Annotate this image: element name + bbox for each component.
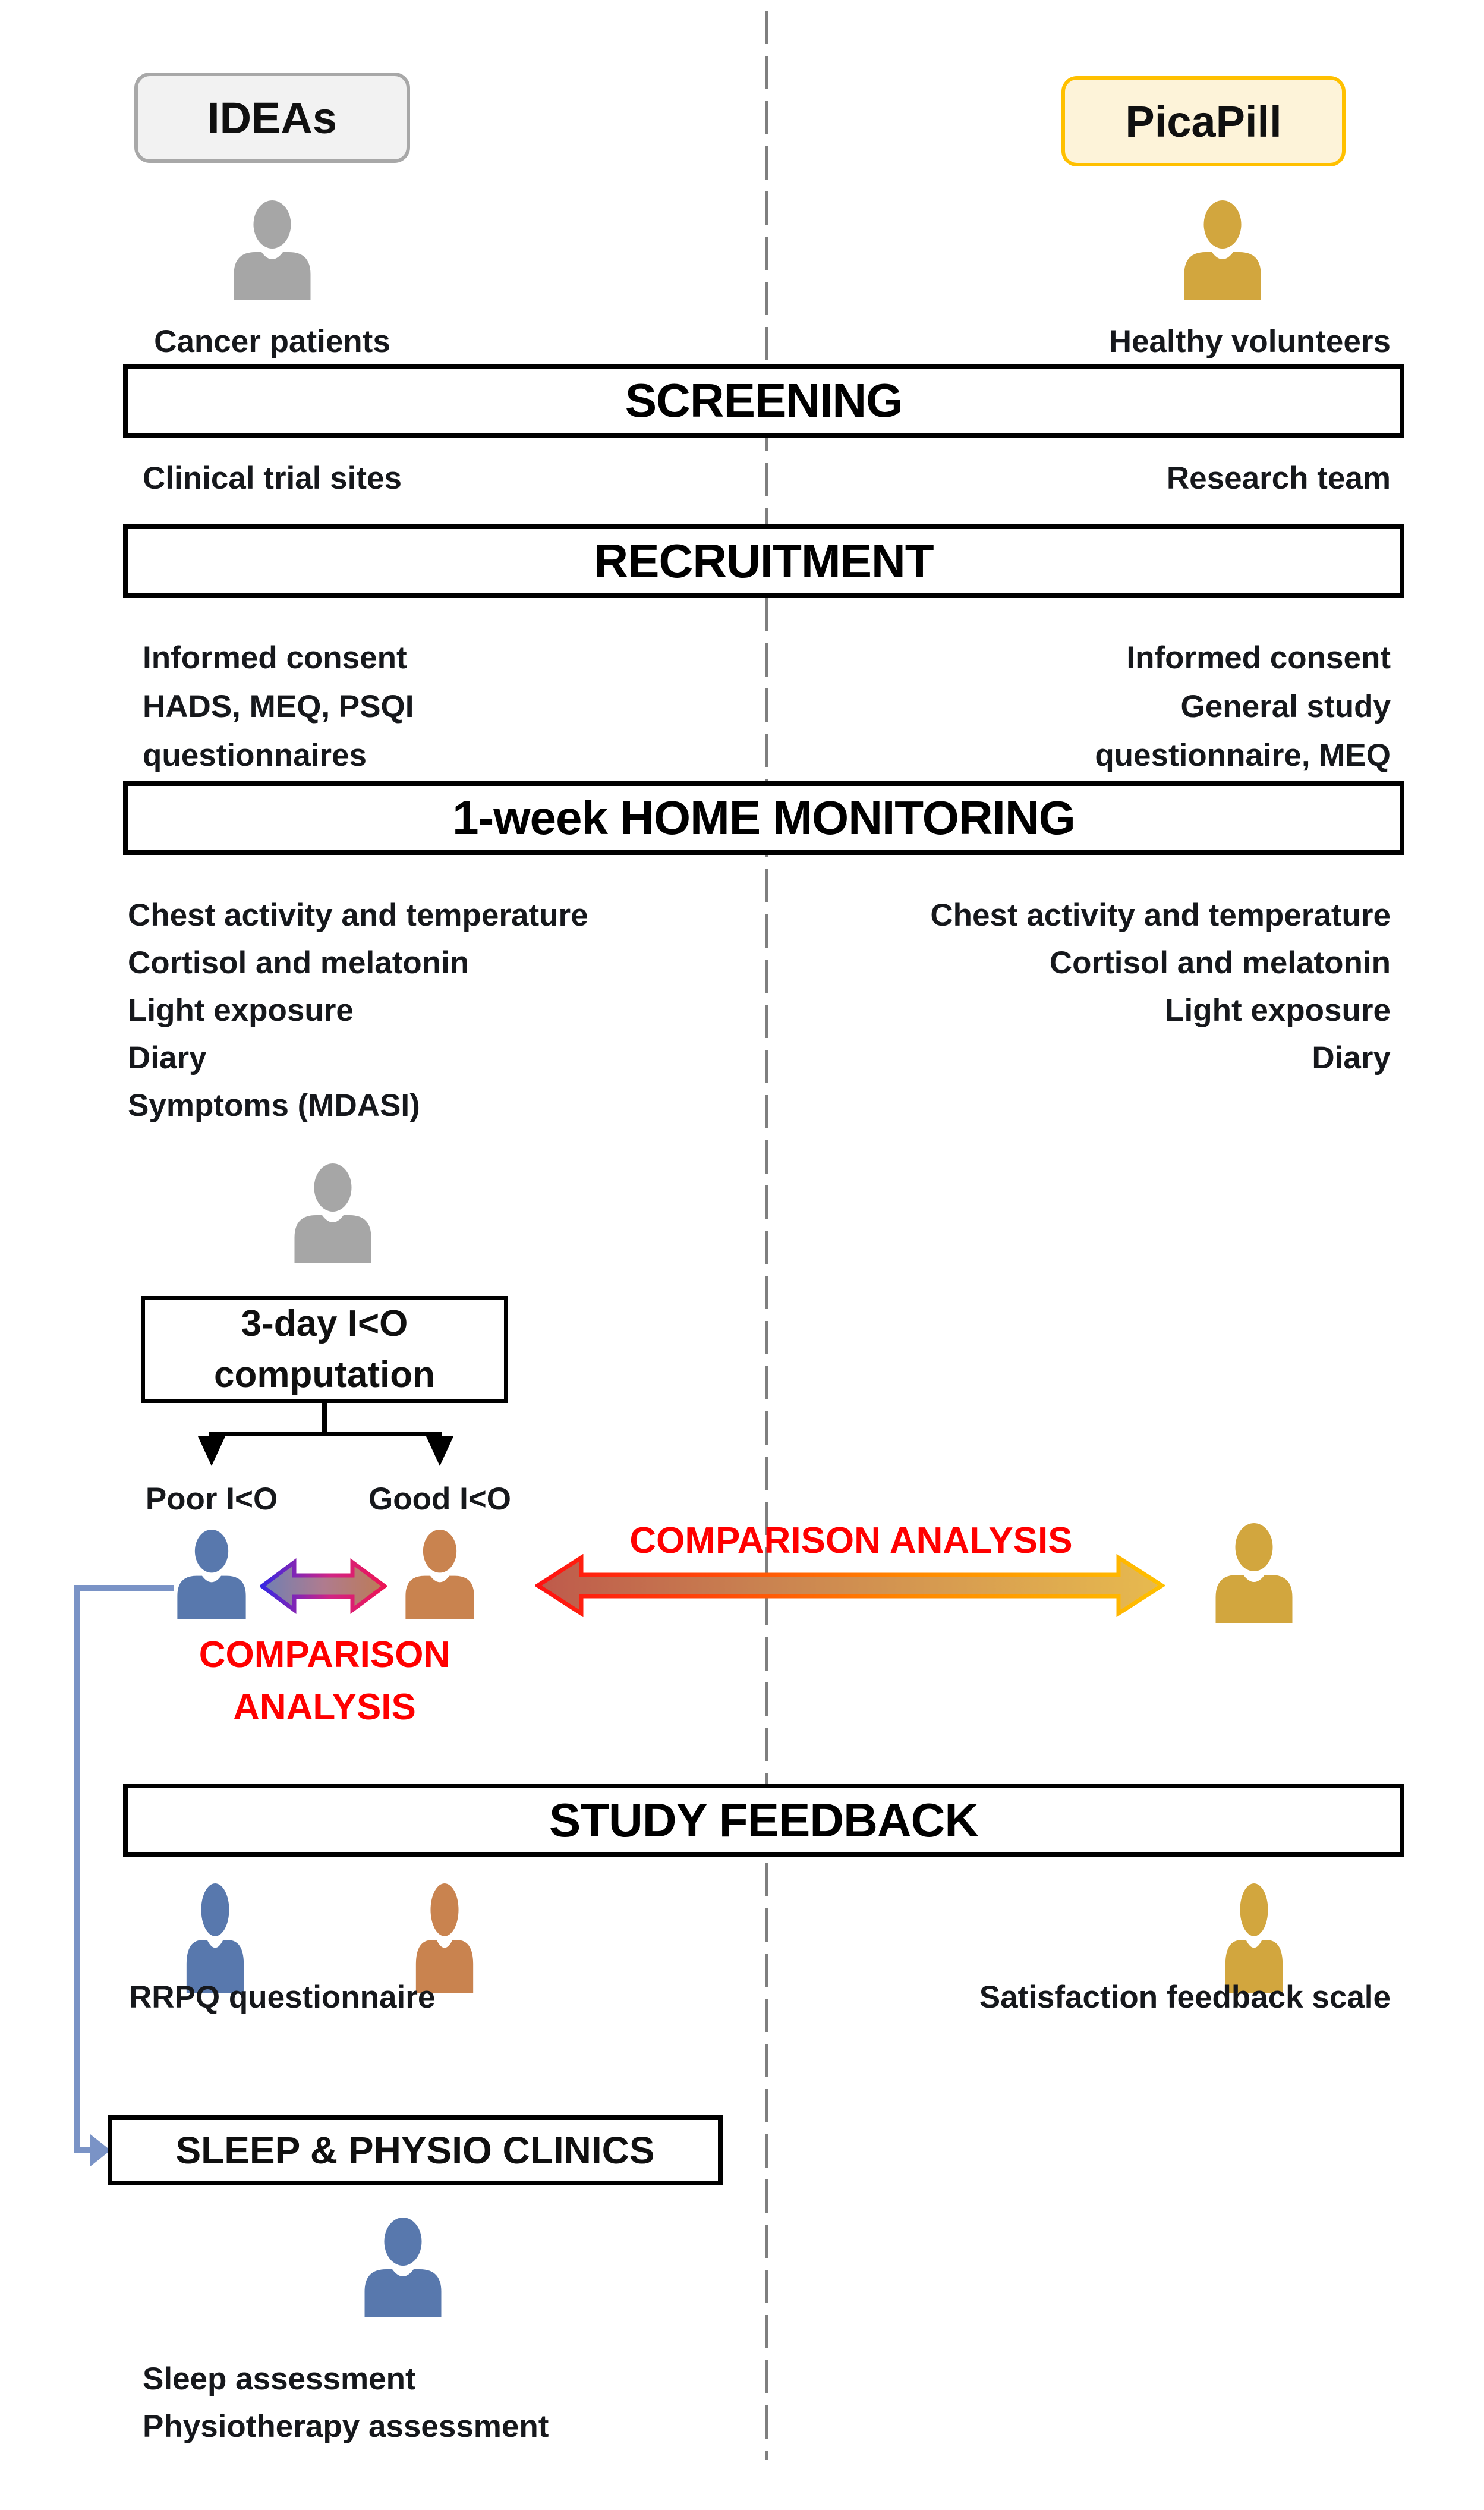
monitored-patient-person-icon [288, 1158, 377, 1269]
screening-title: SCREENING [625, 374, 903, 427]
recruitment-title: RECRUITMENT [594, 534, 934, 587]
list-item: Light exposure [128, 993, 354, 1028]
cancer-patient-person-icon [228, 195, 317, 306]
recruitment-stage-bar: RECRUITMENT [123, 524, 1404, 598]
monitoring-right-list: Chest activity and temperature Cortisol … [930, 892, 1391, 1082]
list-item: Chest activity and temperature [128, 898, 588, 933]
comparison-analysis-horizontal-label: COMPARISON ANALYSIS [629, 1520, 1073, 1561]
list-item: General study [1180, 689, 1391, 724]
clinics-list: Sleep assessment Physiotherapy assessmen… [143, 2355, 549, 2451]
ideas-group-box: IDEAs [134, 73, 410, 163]
healthy-volunteer-person-icon [1178, 195, 1267, 306]
double-arrow-poor-good-icon [260, 1558, 387, 1614]
picapill-group-box: PicaPill [1061, 76, 1346, 166]
poor-io-label: Poor I<O [145, 1482, 278, 1517]
list-item: Chest activity and temperature [930, 898, 1391, 933]
volunteer-comparison-person-icon [1209, 1521, 1299, 1625]
screening-right-label: Research team [1166, 461, 1391, 496]
elbow-arrowhead-icon [90, 2134, 111, 2166]
feedback-good-person-icon [411, 1883, 478, 1993]
double-arrow-groups-icon [535, 1554, 1165, 1617]
list-item: questionnaires [143, 738, 367, 773]
feedback-poor-person-icon [182, 1883, 248, 1993]
feedback-volunteer-person-icon [1221, 1883, 1287, 1993]
ideas-group-label: IDEAs [207, 93, 337, 143]
good-io-label: Good I<O [368, 1482, 511, 1517]
right-population-label: Healthy volunteers [1108, 324, 1391, 359]
monitoring-title: 1-week HOME MONITORING [452, 791, 1076, 844]
comparison-line2: ANALYSIS [233, 1687, 416, 1728]
list-item: Informed consent [143, 640, 407, 675]
list-item: Light exposure [1165, 993, 1391, 1028]
comparison-line1: COMPARISON [199, 1634, 450, 1675]
feedback-left-label: RRPQ questionnaire [129, 1980, 436, 2015]
computation-line2: computation [214, 1354, 435, 1395]
screening-stage-bar: SCREENING [123, 364, 1404, 438]
list-item: Cortisol and melatonin [128, 945, 470, 980]
list-item: Physiotherapy assessment [143, 2409, 549, 2444]
arrow-down-poor-icon [198, 1436, 225, 1466]
picapill-group-label: PicaPill [1125, 96, 1282, 146]
list-item: Diary [1312, 1040, 1391, 1075]
list-item: Informed consent [1126, 640, 1391, 675]
elbow-connector-horizontal-top [74, 1585, 174, 1591]
recruitment-right-list: Informed consent General study questionn… [1095, 634, 1391, 780]
feedback-title: STUDY FEEDBACK [549, 1794, 979, 1847]
monitoring-left-list: Chest activity and temperature Cortisol … [128, 892, 588, 1130]
computation-line1: 3-day I<O [241, 1303, 408, 1344]
list-item: Diary [128, 1040, 207, 1075]
list-item: HADS, MEQ, PSQI [143, 689, 414, 724]
list-item: questionnaire, MEQ [1095, 738, 1391, 773]
clinics-patient-person-icon [358, 2213, 448, 2322]
poor-io-person-icon [172, 1525, 251, 1624]
feedback-right-label: Satisfaction feedback scale [979, 1980, 1391, 2015]
good-io-person-icon [400, 1525, 480, 1624]
feedback-stage-bar: STUDY FEEDBACK [123, 1784, 1404, 1857]
list-item: Sleep assessment [143, 2361, 416, 2396]
elbow-connector-horizontal-bottom [74, 2147, 93, 2153]
center-dashed-divider [765, 11, 768, 2460]
left-population-label: Cancer patients [154, 324, 390, 359]
arrow-down-good-icon [426, 1436, 453, 1466]
screening-left-label: Clinical trial sites [143, 461, 402, 496]
comparison-analysis-vertical-label: COMPARISON ANALYSIS [199, 1629, 450, 1734]
list-item: Symptoms (MDASI) [128, 1088, 420, 1123]
connector-stem [322, 1402, 327, 1435]
clinics-title: SLEEP & PHYSIO CLINICS [175, 2129, 655, 2172]
clinics-box: SLEEP & PHYSIO CLINICS [108, 2115, 723, 2185]
computation-box: 3-day I<O computation [141, 1296, 508, 1403]
monitoring-stage-bar: 1-week HOME MONITORING [123, 781, 1404, 855]
list-item: Cortisol and melatonin [1049, 945, 1391, 980]
recruitment-left-list: Informed consent HADS, MEQ, PSQI questio… [143, 634, 414, 780]
elbow-connector-vertical [74, 1585, 80, 2153]
connector-crossbar [209, 1432, 442, 1436]
